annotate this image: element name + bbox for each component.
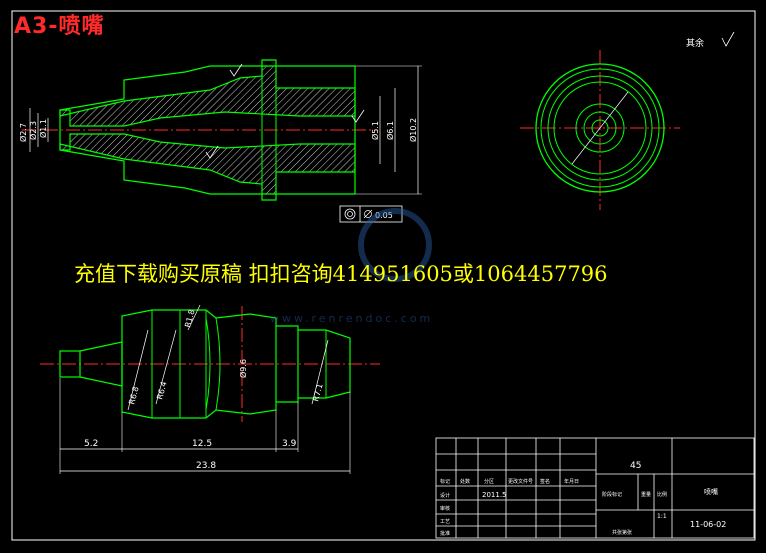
- tb-material: 45: [630, 461, 641, 471]
- tb-row-label-2: 分区: [484, 478, 494, 485]
- drawing-border: [11, 10, 756, 541]
- section-view: Ø2.7 Ø2.3 Ø1.1 Ø5.1 Ø6.1 Ø10.2 0.05: [18, 59, 422, 223]
- advert-banner: 充值下载购买原稿 扣扣咨询414951605或1064457796: [74, 262, 608, 286]
- dim-l238: 23.8: [196, 461, 216, 471]
- end-view: [520, 50, 680, 210]
- tb-row-label-4: 签名: [540, 478, 550, 485]
- tb-side-label-3: 批准: [440, 530, 450, 537]
- dim-r68: R6.8: [127, 386, 140, 406]
- tb-stage-label: 阶段标记: [602, 491, 622, 498]
- watermark-logo: www.renrendoc.com: [270, 208, 433, 325]
- dim-l125: 12.5: [192, 439, 212, 449]
- dim-d11: Ø1.1: [38, 119, 48, 138]
- tb-row-label-1: 处数: [460, 478, 470, 485]
- dim-d61: Ø6.1: [385, 121, 395, 140]
- watermark-url: www.renrendoc.com: [270, 312, 433, 325]
- tb-part-name: 喷嘴: [704, 487, 718, 496]
- dim-l39: 3.9: [282, 439, 297, 449]
- tb-row-label-0: 标记: [440, 478, 450, 485]
- elevation-view: R6.8 R6.4 R1.8 Ø9.6 R7.1 5.2 12.5 3.9 23…: [40, 304, 380, 474]
- title-block-text: 45 喷嘴 11-06-02 1:1 2011.5 共张第张 阶段标记 重量 比…: [440, 461, 726, 537]
- roughness-symbol: [721, 31, 735, 47]
- dim-r71: R7.1: [311, 383, 324, 403]
- tb-sheet: 共张第张: [612, 529, 632, 536]
- roughness-note: 其余: [686, 39, 705, 49]
- dim-d96: Ø9.6: [238, 359, 248, 378]
- tb-row-label-3: 更改文件号: [508, 478, 533, 485]
- dim-d51: Ø5.1: [370, 121, 380, 140]
- dim-d27: Ø2.7: [18, 123, 28, 142]
- dim-l52: 5.2: [84, 439, 98, 449]
- tolerance-frame: [339, 205, 403, 223]
- tb-scale: 1:1: [657, 513, 667, 520]
- tb-drawing-no: 11-06-02: [690, 520, 726, 529]
- tb-weight-label: 重量: [641, 491, 651, 498]
- tb-row-label-5: 年月日: [564, 478, 579, 485]
- tb-date: 2011.5: [482, 491, 507, 499]
- drawing-title: A3-喷嘴: [14, 14, 105, 39]
- tb-side-label-2: 工艺: [440, 519, 450, 525]
- tb-scale-label: 比例: [657, 491, 667, 498]
- tb-side-label-0: 设计: [440, 492, 450, 499]
- tb-side-label-1: 审核: [440, 505, 450, 512]
- tolerance-value: 0.05: [375, 211, 393, 220]
- dim-r18: R1.8: [183, 309, 196, 329]
- dim-d102: Ø10.2: [408, 118, 418, 142]
- dim-d23: Ø2.3: [28, 121, 38, 140]
- dim-r64: R6.4: [155, 381, 168, 401]
- title-block: [435, 437, 755, 539]
